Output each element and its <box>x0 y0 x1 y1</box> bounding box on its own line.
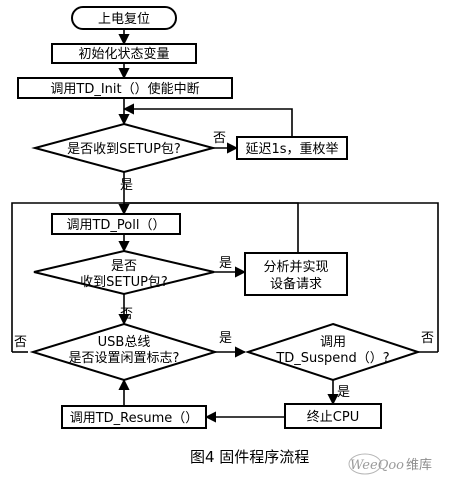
edge-label-check2-yes: 是 <box>219 256 232 271</box>
decision-setup-2-label-line2: 收到SETUP包? <box>80 275 168 290</box>
node-start: 上电复位 <box>71 6 177 30</box>
node-handle-request-label-line2: 设备请求 <box>270 276 322 292</box>
decision-suspend-label-line1: 调用 <box>320 335 346 350</box>
watermark-text: 维库 <box>406 457 432 473</box>
decision-setup-2-label-line1: 是否 <box>111 259 137 274</box>
node-handle-request-label-line1: 分析并实现 <box>263 260 328 275</box>
edge-label-suspend-no: 否 <box>421 331 434 346</box>
node-init-vars-label: 初始化状态变量 <box>78 46 169 62</box>
decision-setup-1-label: 是否收到SETUP包? <box>67 142 181 157</box>
node-stop-cpu: 终止CPU <box>284 403 382 429</box>
edge-label-usb-no: 否 <box>14 335 27 350</box>
edge-label-check1-no: 否 <box>213 131 226 146</box>
node-stop-cpu-label: 终止CPU <box>307 409 359 425</box>
node-start-label: 上电复位 <box>98 12 150 27</box>
watermark-logo: WeeQoo <box>350 458 404 473</box>
node-td-poll-label: 调用TD_Poll（） <box>66 218 165 233</box>
decision-usb-idle-label-line2: 是否设置闲置标志? <box>69 351 180 366</box>
decision-usb-idle-label-line1: USB总线 <box>98 335 151 350</box>
decision-usb-idle: USB总线 是否设置闲置标志? <box>29 322 219 382</box>
node-td-resume: 调用TD_Resume（） <box>61 405 207 429</box>
decision-suspend: 调用 TD_Suspend（）? <box>244 322 422 382</box>
connectors <box>11 29 439 423</box>
decision-suspend-label-line2: TD_Suspend（）? <box>275 351 389 366</box>
node-handle-request: 分析并实现 设备请求 <box>244 252 348 296</box>
node-td-poll: 调用TD_Poll（） <box>51 213 181 235</box>
node-td-init: 调用TD_Init（）使能中断 <box>17 77 233 99</box>
watermark: WeeQoo 维库 <box>348 453 432 475</box>
node-delay-reenumerate-label: 延迟1s，重枚举 <box>245 141 338 157</box>
watermark-swirl-icon <box>348 453 382 475</box>
figure-caption: 图4 固件程序流程 <box>190 448 309 466</box>
edge-left-loop-top <box>11 202 124 352</box>
node-td-resume-label: 调用TD_Resume（） <box>70 411 199 426</box>
node-td-init-label: 调用TD_Init（）使能中断 <box>50 81 199 97</box>
node-delay-reenumerate: 延迟1s，重枚举 <box>236 136 348 160</box>
edge-label-usb-yes: 是 <box>219 331 232 346</box>
node-init-vars: 初始化状态变量 <box>51 43 197 64</box>
edge-labels: 否 是 是 否 否 是 否 是 <box>14 131 434 400</box>
edge-right-loop-back <box>124 202 439 352</box>
edge-label-check2-no: 否 <box>120 307 133 322</box>
edge-label-suspend-yes: 是 <box>337 385 350 400</box>
edge-label-check1-yes: 是 <box>120 178 133 193</box>
edge-delay-loop-back <box>122 103 293 137</box>
decision-setup-2: 是否 收到SETUP包? <box>33 249 215 296</box>
decision-setup-1: 是否收到SETUP包? <box>31 122 217 174</box>
